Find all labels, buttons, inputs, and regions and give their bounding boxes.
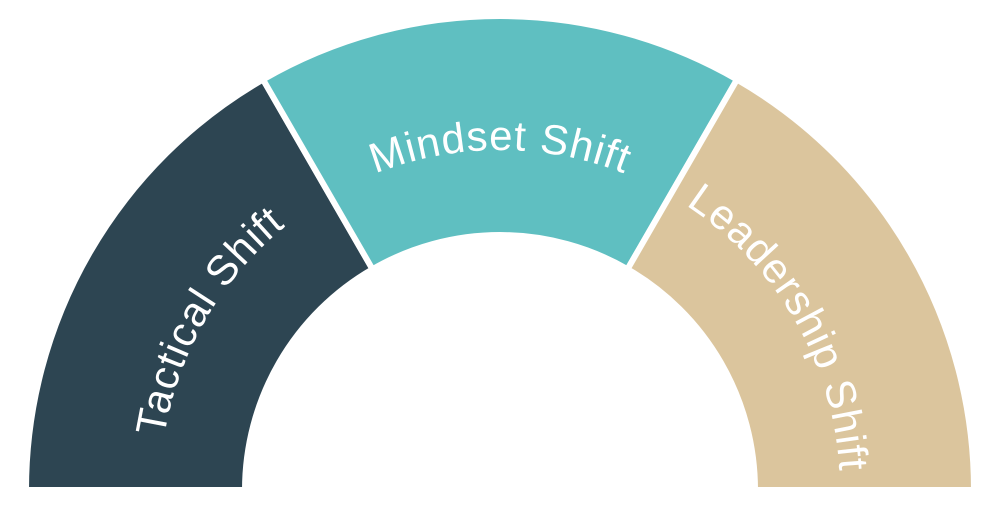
- segment-tactical-shift: [22, 75, 377, 493]
- segment-leadership-shift: [623, 75, 978, 493]
- segments: [22, 12, 978, 493]
- segment-mindset-shift: [258, 12, 742, 274]
